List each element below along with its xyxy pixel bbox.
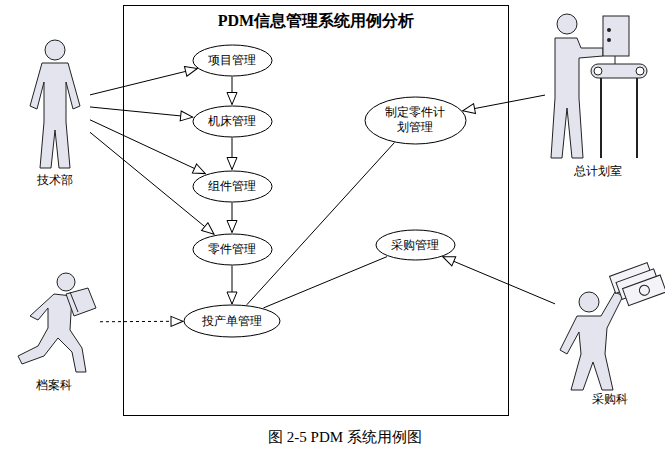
system-boundary: 项目管理机床管理组件管理零件管理投产单管理 制定零件计划管理采购管理 PDM信息管理…: [123, 5, 509, 416]
actor-illustration: [8, 268, 100, 376]
actor-label: 档案科: [0, 377, 110, 394]
actor-figure: 技术部: [20, 36, 90, 191]
association-line: [463, 95, 545, 111]
association-line: [232, 266, 233, 305]
use-case-label: 零件管理: [208, 242, 256, 257]
actor-illustration: [20, 36, 90, 171]
caption-holder: 图 2-5 PDM 系统用例图: [180, 428, 510, 447]
association-line: [263, 257, 387, 308]
actor-label: 采购科: [545, 391, 672, 408]
use-case-label: 制定零件计划管理: [383, 105, 447, 135]
actor-label: 技术部: [10, 172, 100, 189]
boundary-title: PDM信息管理系统用例分析: [124, 11, 508, 32]
actor-illustration: [555, 262, 665, 392]
actor-figure: 采购科: [555, 262, 665, 410]
association-line: [247, 142, 395, 304]
use-case-ellipse: 制定零件计划管理: [364, 96, 467, 145]
actor-illustration: [545, 8, 650, 162]
actor-figure: 档案科: [8, 268, 100, 396]
use-case-ellipse: 组件管理: [192, 170, 273, 203]
association-line: [90, 107, 193, 117]
use-case-ellipse: 采购管理: [375, 229, 456, 261]
use-case-ellipse: 投产单管理: [183, 304, 281, 338]
dependency-arrow: [100, 321, 183, 322]
use-case-label: 组件管理: [208, 179, 256, 194]
use-case-ellipse: 零件管理: [192, 233, 273, 266]
association-line: [443, 257, 555, 304]
actor-figure: 总计划室: [545, 8, 650, 182]
use-case-label: 投产单管理: [202, 314, 262, 329]
use-case-ellipse: 机床管理: [192, 105, 273, 138]
association-line: [232, 77, 233, 105]
actor-label: 总计划室: [535, 163, 660, 180]
use-case-label: 采购管理: [391, 238, 439, 253]
use-case-label: 项目管理: [208, 53, 256, 68]
use-case-ellipse: 项目管理: [192, 44, 273, 77]
association-line: [232, 203, 233, 233]
association-line: [232, 138, 233, 170]
figure-caption: 图 2-5 PDM 系统用例图: [180, 428, 510, 447]
use-case-label: 机床管理: [208, 114, 256, 129]
association-line: [90, 69, 197, 95]
